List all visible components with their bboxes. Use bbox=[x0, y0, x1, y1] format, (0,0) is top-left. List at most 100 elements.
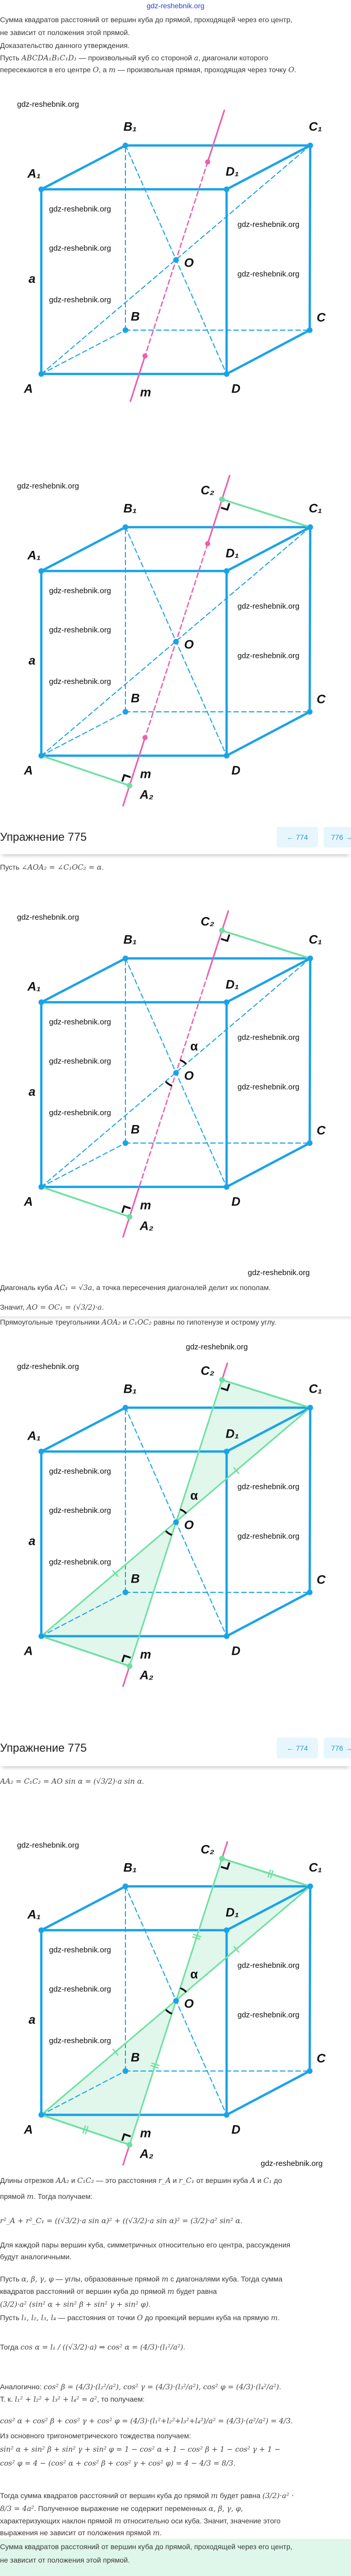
vertex-label-b: B bbox=[131, 309, 139, 323]
angle-arc bbox=[180, 1059, 187, 1065]
vertex-label-m: m bbox=[140, 767, 151, 781]
math-expression: A bbox=[250, 2177, 256, 2185]
math-expression: a bbox=[194, 54, 199, 62]
cube-edge-a1b1 bbox=[40, 144, 127, 191]
cube-edge-cd bbox=[225, 1591, 311, 1638]
cube-edge-d1c1 bbox=[225, 144, 312, 191]
vertex-dot-d1 bbox=[224, 1927, 230, 1933]
text-segment: будет равна bbox=[217, 2491, 263, 2500]
text-segment: . bbox=[233, 2459, 235, 2467]
cube-edge-cd bbox=[225, 2069, 311, 2116]
angle-arc bbox=[180, 1508, 187, 1514]
right-angle-mark bbox=[220, 1383, 231, 1392]
text-line: cos² α + cos² β + cos² γ + cos² φ = (4/3… bbox=[0, 2415, 293, 2426]
text-line: прямой m. Тогда получаем: bbox=[0, 2191, 92, 2202]
equal-length-tick bbox=[233, 1946, 240, 1953]
math-expression: AO = OC₁ = (√3/2)·a bbox=[26, 1303, 102, 1312]
line-m bbox=[221, 1362, 228, 1381]
vertex-dot-a bbox=[38, 2112, 44, 2118]
text-segment: Длины отрезков bbox=[0, 2176, 56, 2184]
math-expression: ∠AOA₂ = ∠C₁OC₂ = α bbox=[21, 863, 102, 872]
text-line: 8/3 = 4a². Полученное выражение не содер… bbox=[0, 2503, 243, 2514]
vertex-label-a2: A₂ bbox=[139, 2147, 153, 2161]
cube-edge-d1c1 bbox=[225, 957, 312, 1004]
text-segment: Диагональ куба bbox=[0, 1283, 55, 1292]
vertex-label-a: a bbox=[28, 1085, 35, 1099]
perpendicular-aa2 bbox=[40, 2114, 131, 2146]
right-angle-mark bbox=[121, 1654, 131, 1662]
text-segment: будут аналогичными. bbox=[0, 2253, 72, 2261]
vertex-dot-c2 bbox=[219, 1377, 225, 1383]
right-angle-mark bbox=[220, 934, 231, 942]
line-m bbox=[206, 475, 231, 545]
vertex-label-m: m bbox=[140, 385, 151, 399]
math-expression: (3/2)·a² · bbox=[262, 2492, 294, 2500]
vertex-label-o: O bbox=[184, 1997, 194, 2011]
vertex-label-b: B bbox=[131, 2050, 139, 2064]
prev-exercise-button[interactable]: ← 774 bbox=[277, 1738, 318, 1758]
text-line: Доказательство данного утверждения. bbox=[0, 40, 130, 51]
cube-edge-a1b1 bbox=[40, 1885, 127, 1932]
text-segment: Для каждой пары вершин куба, симметричны… bbox=[0, 2241, 291, 2249]
vertex-dot-b1 bbox=[122, 524, 129, 530]
text-segment: — углы, образованные прямой bbox=[53, 2275, 162, 2283]
next-exercise-button[interactable]: 776 → bbox=[324, 827, 351, 847]
vertex-dot-d bbox=[224, 371, 230, 377]
vertex-label-b1: B₁ bbox=[123, 1382, 137, 1396]
vertex-dot-b bbox=[122, 2068, 129, 2074]
cube-edge-a1b1 bbox=[40, 526, 127, 573]
vertex-dot-c bbox=[307, 2068, 313, 2074]
text-segment: не зависит от положения этой прямой. bbox=[0, 28, 130, 37]
text-segment: относительно оси куба. Значит, значение … bbox=[121, 2517, 281, 2525]
vertex-label-a: a bbox=[28, 654, 35, 667]
vertex-label-o: O bbox=[184, 1069, 194, 1083]
prev-exercise-button[interactable]: ← 774 bbox=[277, 827, 318, 847]
math-expression: O bbox=[288, 66, 295, 74]
vertex-dot-d1 bbox=[224, 999, 230, 1005]
triangle-aoa2-fill bbox=[41, 2001, 176, 2145]
perpendicular-c1c2 bbox=[221, 1379, 311, 1409]
conclusion-line: не зависит от положения этой прямой. bbox=[0, 2554, 130, 2566]
text-line: выражения не зависит от положения прямой… bbox=[0, 2527, 162, 2538]
next-exercise-button[interactable]: 776 → bbox=[324, 1738, 351, 1758]
math-expression: α, β, γ, φ bbox=[21, 2275, 54, 2284]
vertex-label-a: A bbox=[23, 2123, 33, 2137]
vertex-label-a: a bbox=[28, 272, 35, 286]
math-expression: O bbox=[137, 2314, 143, 2322]
vertex-dot-c1 bbox=[307, 955, 313, 961]
vertex-dot-c2 bbox=[219, 1855, 225, 1862]
text-segment: и bbox=[69, 2176, 77, 2184]
cube-edge-d1c1 bbox=[225, 526, 312, 573]
vertex-label-alpha: α bbox=[190, 1967, 198, 1981]
text-line: sin² α + sin² β + sin² γ + sin² φ = 1 − … bbox=[0, 2443, 280, 2455]
vertex-dot-c bbox=[307, 1589, 313, 1595]
text-segment: . bbox=[142, 1777, 145, 1785]
vertex-label-c2: C₂ bbox=[201, 915, 214, 928]
text-segment: , bbox=[241, 2504, 243, 2513]
vertex-dot-c bbox=[307, 1140, 313, 1146]
text-segment: Пусть bbox=[0, 863, 22, 871]
vertex-dot-b bbox=[122, 1140, 129, 1146]
text-segment: до bbox=[272, 2176, 282, 2184]
vertex-dot-a2 bbox=[126, 1214, 133, 1220]
vertex-dot-c2 bbox=[219, 496, 225, 502]
math-expression: m bbox=[211, 2492, 218, 2500]
vertex-label-c1: C₁ bbox=[309, 933, 322, 947]
line-m bbox=[122, 737, 146, 807]
math-expression: C₁OC₂ bbox=[129, 1318, 152, 1327]
text-segment: до проекций вершин куба на прямую bbox=[142, 2313, 271, 2322]
vertex-label-c2: C₂ bbox=[201, 1364, 214, 1378]
exercise-title: Упражнение 775 bbox=[0, 830, 87, 843]
text-segment: . bbox=[183, 2343, 185, 2351]
vertex-dot-b1 bbox=[122, 1405, 129, 1411]
math-expression: m bbox=[114, 2517, 121, 2525]
vertex-dot-o bbox=[173, 1070, 179, 1076]
vertex-label-a: A bbox=[23, 1644, 33, 1658]
math-expression: AA₂ = C₁C₂ = AO sin α = (√3/2)·a sin α bbox=[0, 1778, 142, 1786]
vertex-label-d1: D₁ bbox=[226, 1427, 239, 1441]
vertex-dot-d1 bbox=[224, 568, 230, 574]
